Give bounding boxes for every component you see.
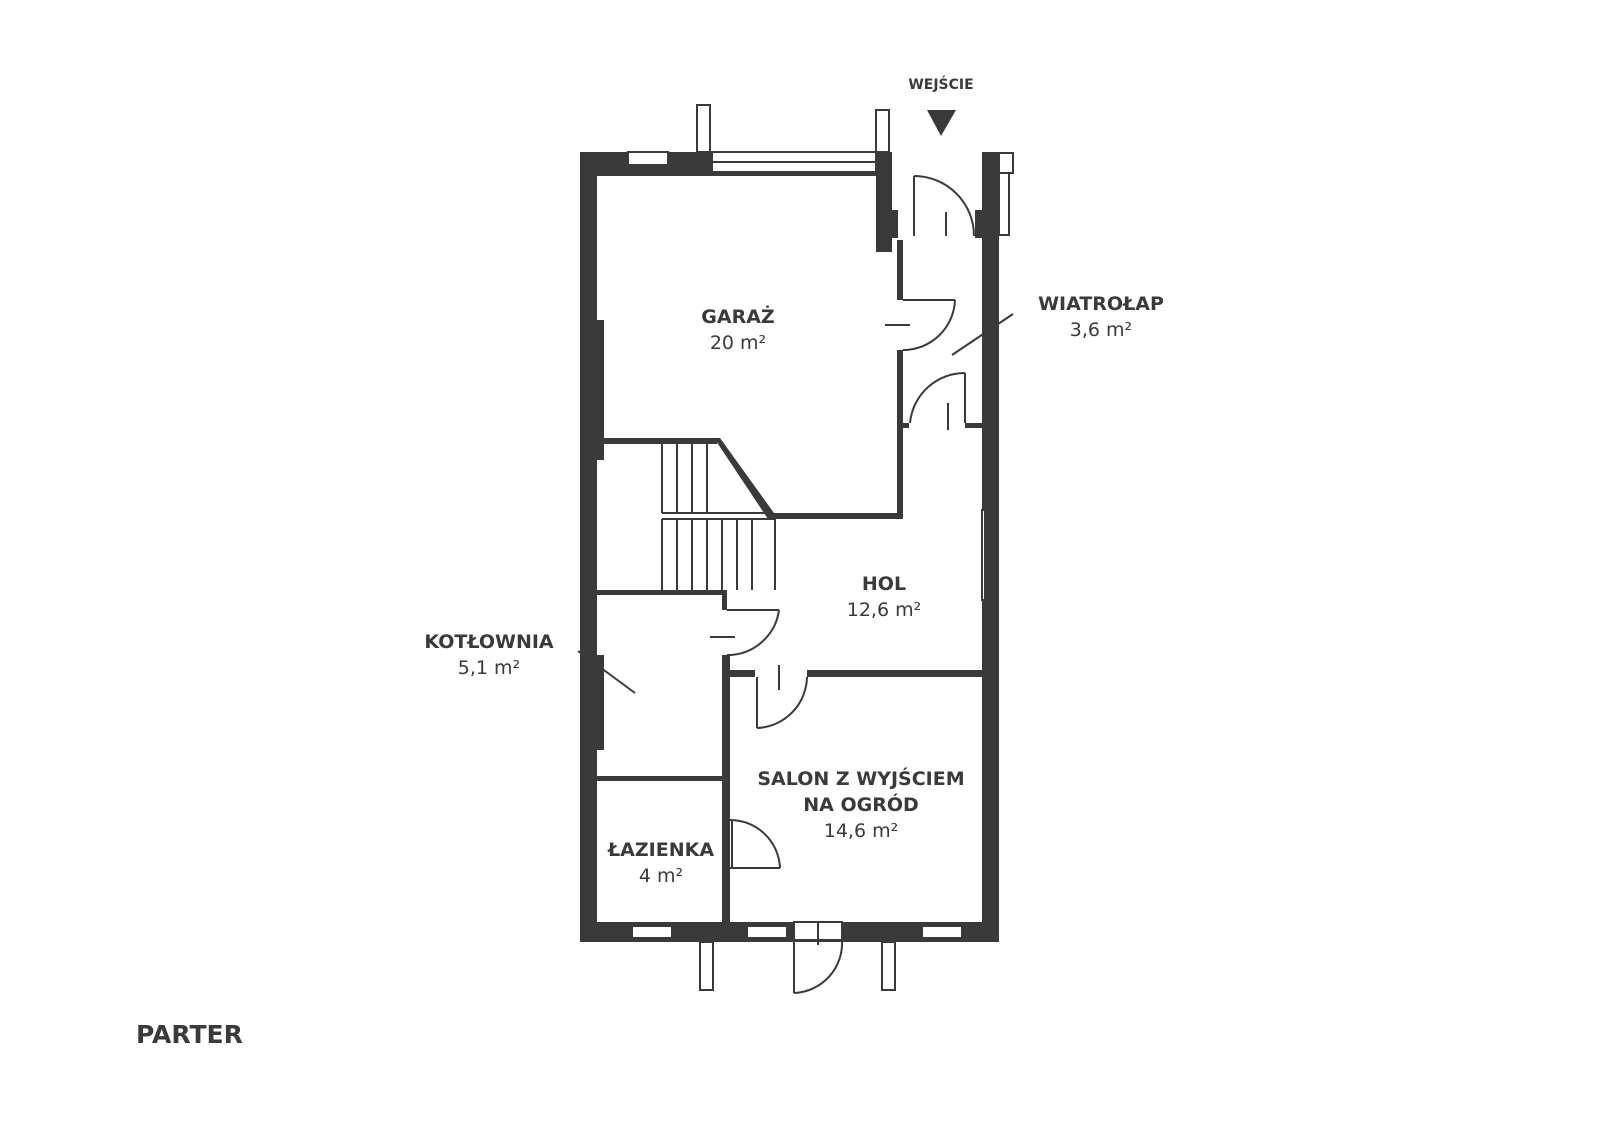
entry-arrow-icon <box>927 110 956 136</box>
wall-salon-top-right <box>807 670 983 677</box>
wall-boiler-right-lower <box>722 655 730 922</box>
room-area-garaz: 20 m² <box>710 332 766 354</box>
staircase <box>661 444 776 590</box>
wall-boiler-bottom <box>597 776 727 781</box>
room-name-kotlownia: KOTŁOWNIA <box>424 631 554 653</box>
window-salon-right <box>921 925 963 939</box>
window-salon-left <box>746 925 788 939</box>
leader-wiatrolap <box>951 313 1014 356</box>
wall-garage-vestibule-lower <box>897 350 903 518</box>
room-area-wiatrolap: 3,6 m² <box>1070 319 1132 341</box>
wall-bottom <box>580 922 999 942</box>
window-garage-top-left <box>627 151 669 166</box>
posts <box>696 104 1014 991</box>
room-name-salon-line1: SALON Z WYJŚCIEM <box>757 766 964 790</box>
wall-left-thick-lower <box>580 655 604 750</box>
window-right-wall-upper <box>981 509 986 601</box>
wall-garage-bottom <box>768 513 903 519</box>
room-area-kotlownia: 5,1 m² <box>458 657 520 679</box>
wall-stair-diagonal <box>714 438 774 519</box>
wall-right <box>982 152 999 942</box>
windows <box>627 151 986 939</box>
room-name-salon-line2: NA OGRÓD <box>803 792 919 816</box>
wall-bath-jamb <box>722 860 730 922</box>
wall-left-thick-upper <box>580 320 604 460</box>
entry-label: WEJŚCIE <box>908 75 973 93</box>
wall-garage-vestibule-upper <box>897 240 903 300</box>
room-name-hol: HOL <box>862 573 906 595</box>
wall-entry-jamb-right <box>975 210 999 238</box>
room-area-lazienka: 4 m² <box>639 865 683 887</box>
interior-walls <box>597 240 983 922</box>
floor-label: PARTER <box>136 1020 243 1049</box>
wall-vestibule-bottom-right <box>965 423 983 428</box>
outer-walls <box>580 152 999 942</box>
wall-salon-top-left <box>730 670 755 677</box>
room-area-salon: 14,6 m² <box>824 820 898 842</box>
room-name-garaz: GARAŻ <box>701 304 774 328</box>
leader-kotlownia <box>577 650 636 694</box>
wall-stair-top <box>597 438 717 444</box>
wall-entry-jamb-left <box>876 210 898 238</box>
wall-left <box>580 152 597 942</box>
room-area-hol: 12,6 m² <box>847 599 921 621</box>
doors <box>710 175 975 994</box>
wall-vestibule-bottom-left <box>897 423 909 428</box>
room-name-wiatrolap: WIATROŁAP <box>1038 293 1164 315</box>
room-name-lazienka: ŁAZIENKA <box>607 839 714 861</box>
wall-stair-bottom <box>597 590 722 595</box>
wall-boiler-right <box>722 590 727 610</box>
window-bathroom <box>631 925 673 939</box>
